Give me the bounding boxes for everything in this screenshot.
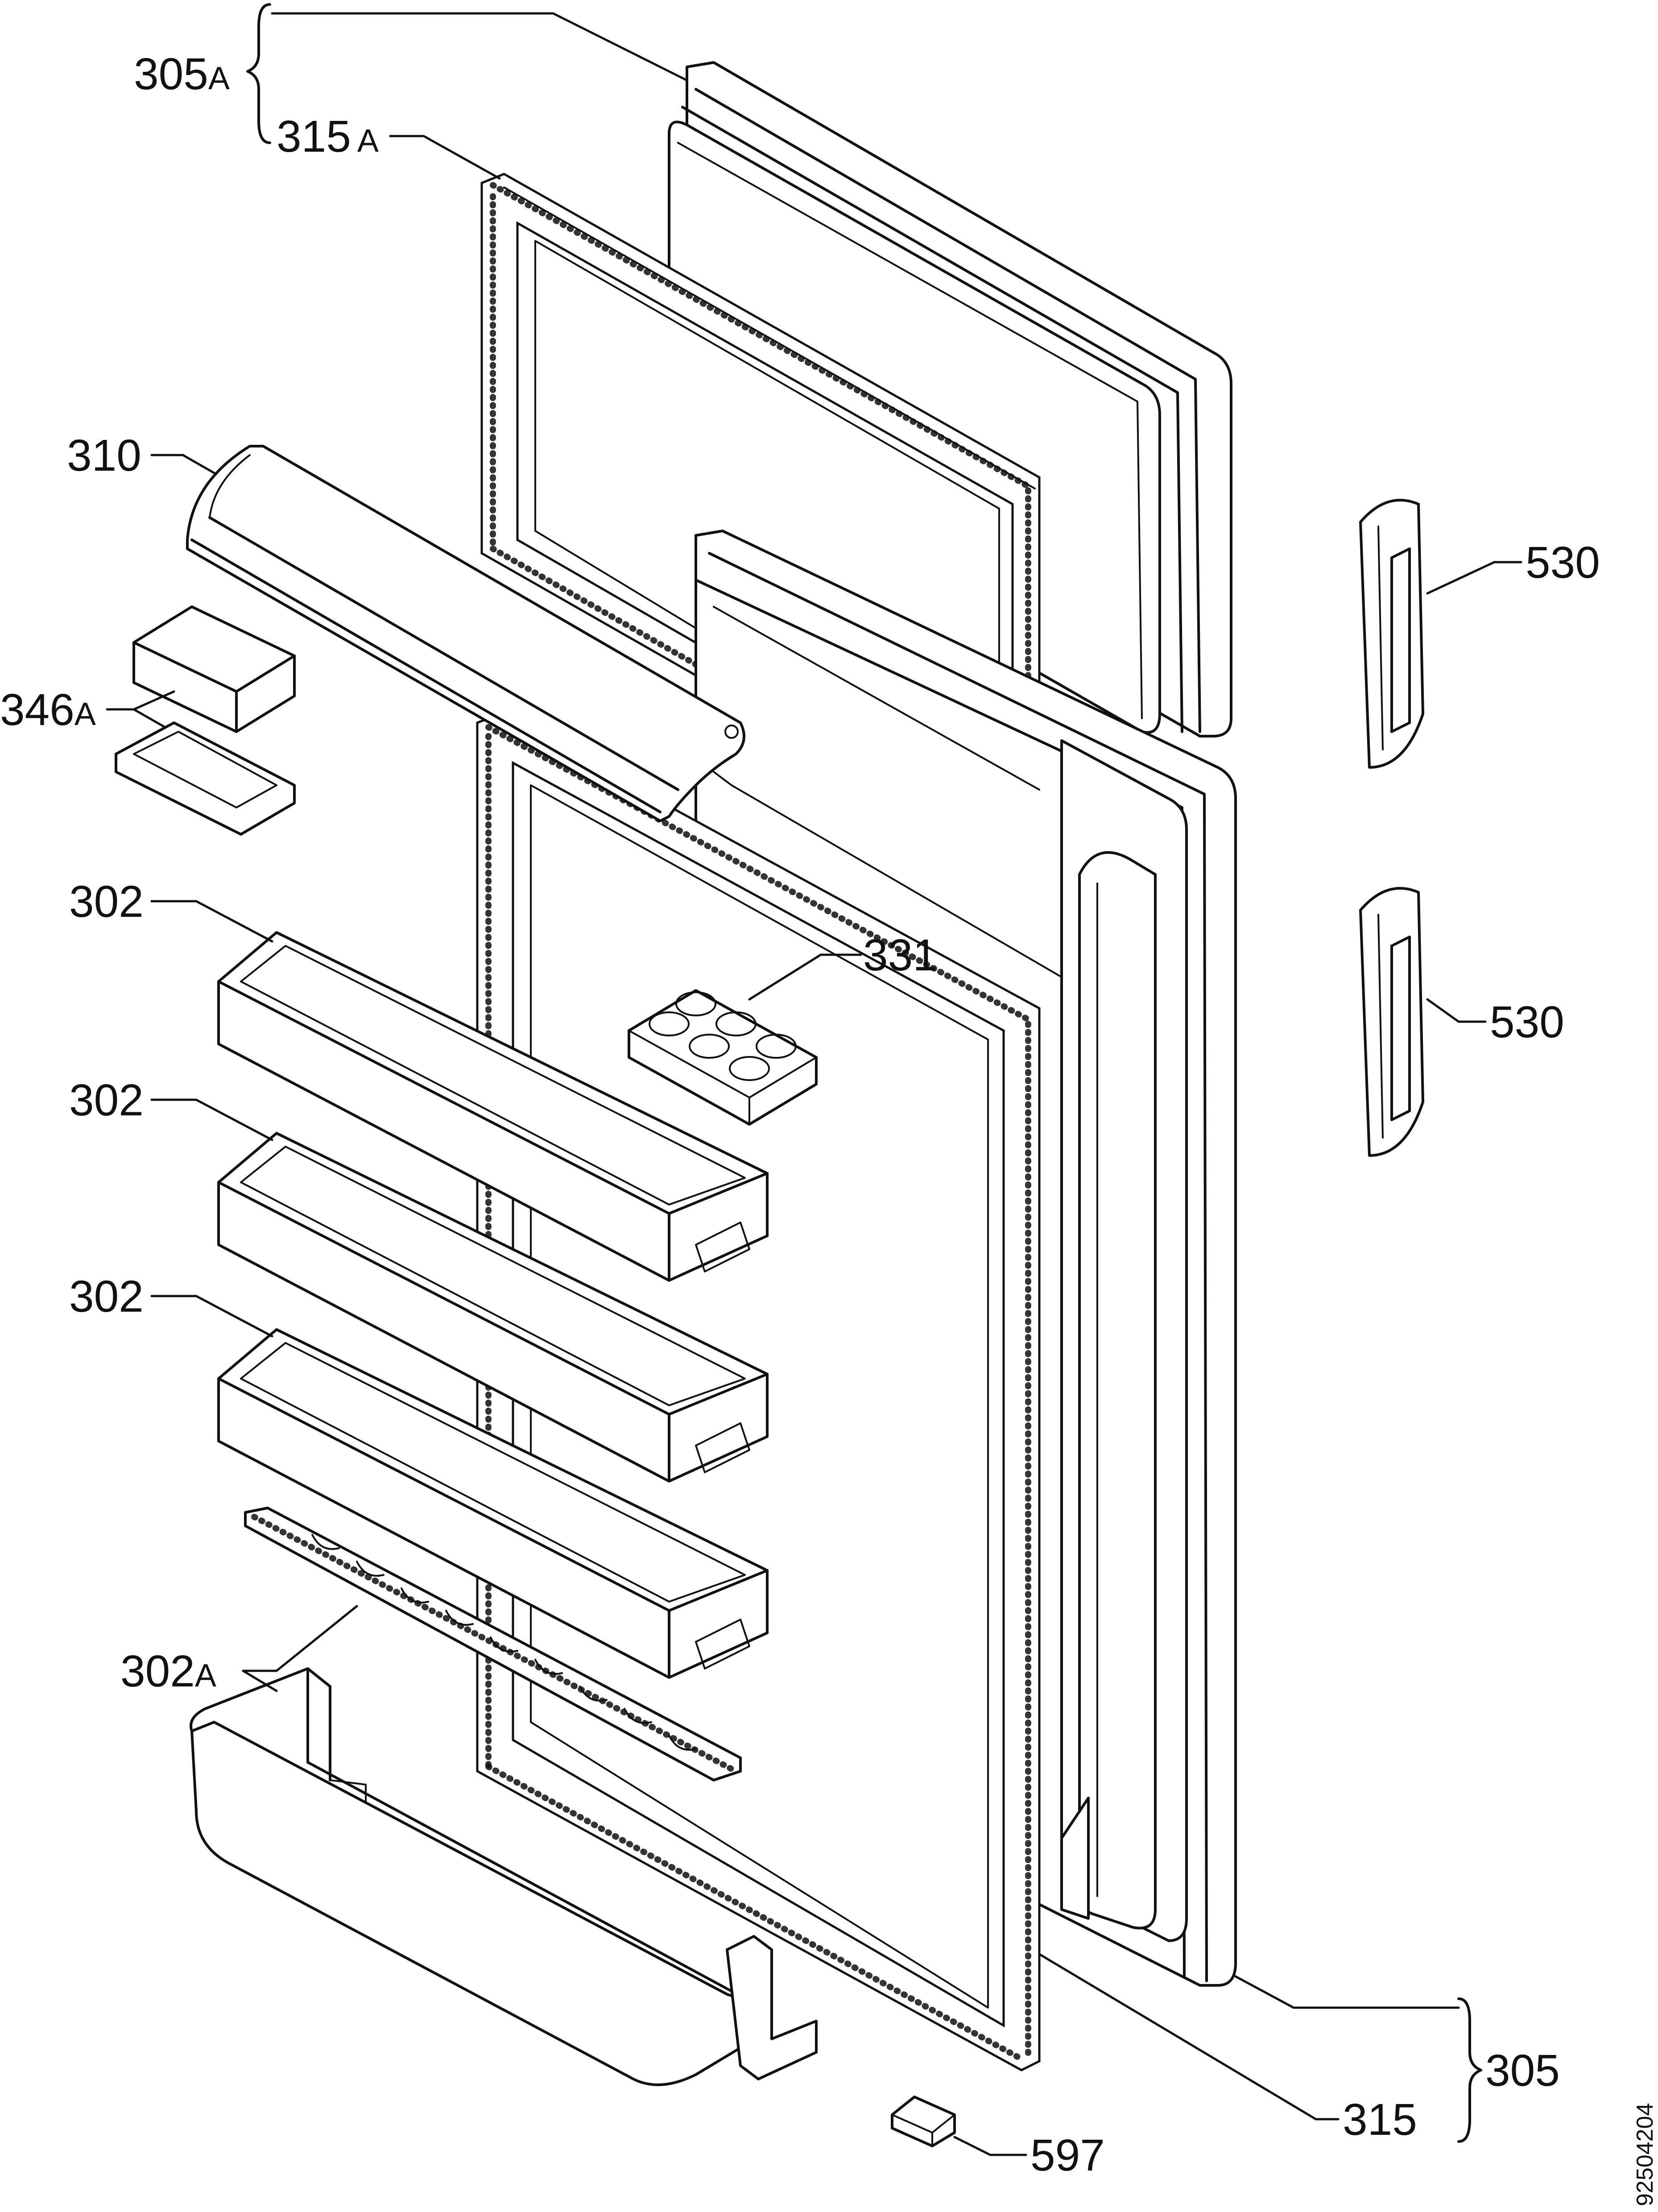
bracket-305	[1457, 1997, 1482, 2143]
callout-331: 331	[863, 930, 938, 980]
callout-302-3: 302	[69, 1272, 144, 1321]
callout-305A: 305A	[134, 49, 230, 99]
hinge-cover	[891, 2096, 956, 2147]
door-shelf-1	[217, 931, 769, 1282]
dairy-compartment-cover	[186, 445, 745, 822]
callout-530-lower: 530	[1490, 997, 1564, 1047]
leader-lines	[106, 12, 1522, 2156]
svg-text:305: 305	[1485, 2046, 1560, 2096]
svg-text:305A: 305A	[134, 49, 230, 99]
svg-text:302: 302	[69, 877, 144, 927]
callout-302A: 302A	[120, 1646, 216, 1696]
svg-text:310: 310	[67, 431, 141, 481]
door-handle-lower	[1359, 887, 1424, 1157]
callout-305: 305	[1485, 2046, 1560, 2096]
svg-text:302A: 302A	[120, 1646, 216, 1696]
callout-310: 310	[67, 431, 141, 481]
svg-text:331: 331	[863, 930, 938, 980]
bottle-retainer-rail	[244, 1507, 742, 1781]
door-handle-upper	[1359, 499, 1424, 769]
callout-346A: 346A	[0, 685, 96, 735]
callout-315: 315	[1343, 2095, 1417, 2145]
callout-302-2: 302	[69, 1075, 144, 1125]
svg-text:530: 530	[1490, 997, 1564, 1047]
egg-tray	[628, 989, 818, 1126]
callout-302-1: 302	[69, 877, 144, 927]
callout-530-upper: 530	[1526, 538, 1600, 588]
door-shelf-3	[217, 1328, 769, 1679]
butter-dish	[115, 605, 296, 836]
svg-text:530: 530	[1526, 538, 1600, 588]
bracket-305A	[246, 3, 271, 144]
door-shelf-2	[217, 1132, 769, 1483]
svg-text:346A: 346A	[0, 685, 96, 735]
bottle-shelf	[190, 1667, 818, 2086]
document-number: 92504204	[1632, 2103, 1658, 2206]
svg-text:315: 315	[1343, 2095, 1417, 2145]
svg-text:302: 302	[69, 1075, 144, 1125]
callout-597: 597	[1030, 2130, 1105, 2180]
svg-text:597: 597	[1030, 2130, 1105, 2180]
svg-text:302: 302	[69, 1272, 144, 1321]
